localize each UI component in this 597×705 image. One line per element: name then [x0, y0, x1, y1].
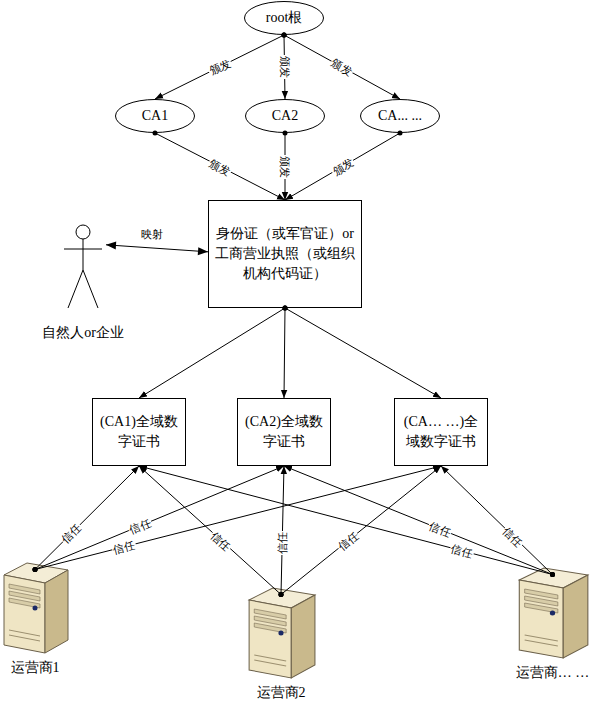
server-node: 运营商… …: [515, 565, 590, 660]
edge-label: 信任: [59, 521, 84, 546]
connector-dot: [282, 33, 287, 38]
edge-label: 映射: [140, 228, 164, 240]
connector-dot: [283, 306, 288, 311]
server-label: 运营商2: [257, 684, 306, 702]
connector-arrow: [35, 466, 139, 570]
edge-label: 颁发: [207, 156, 234, 178]
connector-dot: [282, 33, 287, 38]
node-label: (CA… …)全域数字证书: [401, 412, 481, 452]
ellipse-node: CA... ...: [360, 99, 440, 133]
edge-label: 信任: [448, 542, 474, 560]
edge-label: 信任: [426, 519, 453, 539]
connector-dot: [550, 572, 555, 577]
server-icon: [0, 560, 70, 655]
connector-arrow: [284, 466, 553, 575]
process-box: 身份证（或军官证）or工商营业执照（或组织机构代码证）: [208, 200, 362, 308]
edge-label: 颁发: [329, 155, 356, 177]
connector-arrow: [284, 35, 400, 99]
connector-arrow: [155, 35, 284, 99]
ellipse-node: CA2: [245, 99, 325, 133]
edge-label: 颁发: [206, 56, 233, 77]
connector-dot: [33, 567, 38, 572]
edge-label: 信任: [501, 524, 527, 549]
connector-arrow: [155, 133, 285, 200]
connector-arrow: [281, 466, 441, 595]
connector-arrow: [106, 245, 208, 252]
ellipse-node: root根: [244, 1, 324, 35]
connector-arrow: [139, 466, 553, 575]
node-label: CA2: [272, 108, 298, 124]
connector-dot: [33, 567, 38, 572]
connector-dot: [550, 572, 555, 577]
edge-label: 颁发: [279, 155, 291, 179]
server-icon: [515, 565, 590, 660]
connector-arrow: [35, 466, 441, 570]
server-node: 运营商1: [0, 560, 70, 655]
node-label: CA1: [142, 108, 168, 124]
actor-node: 自然人or企业: [60, 222, 106, 342]
connector-dot: [550, 572, 555, 577]
person-figure: [60, 222, 106, 312]
process-box: (CA1)全域数字证书: [92, 398, 186, 466]
edge-label: 颁发: [329, 56, 356, 78]
connector-dot: [33, 567, 38, 572]
process-box: (CA… …)全域数字证书: [394, 398, 488, 466]
connector-dot: [283, 306, 288, 311]
connector-arrow: [285, 133, 400, 200]
edge-label: 信任: [208, 528, 234, 553]
connector-dot: [283, 131, 288, 136]
actor-label: 自然人or企业: [42, 324, 124, 342]
node-label: 身份证（或军官证）or工商营业执照（或组织机构代码证）: [215, 224, 355, 284]
connector-dot: [279, 592, 284, 597]
edge-label: 信任: [111, 538, 137, 556]
node-label: (CA1)全域数字证书: [99, 412, 179, 452]
connector-arrow: [139, 466, 281, 595]
connector-dot: [283, 306, 288, 311]
ellipse-node: CA1: [115, 99, 195, 133]
connector-dot: [282, 33, 287, 38]
node-label: root根: [266, 9, 303, 27]
node-label: CA... ...: [378, 108, 422, 124]
edge-label: 颁发: [278, 55, 290, 79]
process-box: (CA2)全域数字证书: [237, 398, 331, 466]
connector-arrow: [284, 308, 285, 398]
connector-arrow: [285, 308, 441, 398]
connector-arrow: [35, 466, 284, 570]
edge-label: 信任: [126, 516, 153, 536]
server-label: 运营商1: [11, 659, 60, 677]
connector-arrow: [441, 466, 553, 575]
connector-dot: [279, 592, 284, 597]
connector-dot: [153, 131, 158, 136]
node-label: (CA2)全域数字证书: [244, 412, 324, 452]
server-label: 运营商… …: [516, 664, 590, 682]
edge-label: 信任: [335, 528, 361, 552]
connector-dot: [279, 592, 284, 597]
edge-label: 信任: [276, 531, 289, 555]
connector-arrow: [139, 308, 285, 398]
server-icon: [245, 585, 317, 680]
server-node: 运营商2: [245, 585, 317, 680]
connector-dot: [398, 131, 403, 136]
